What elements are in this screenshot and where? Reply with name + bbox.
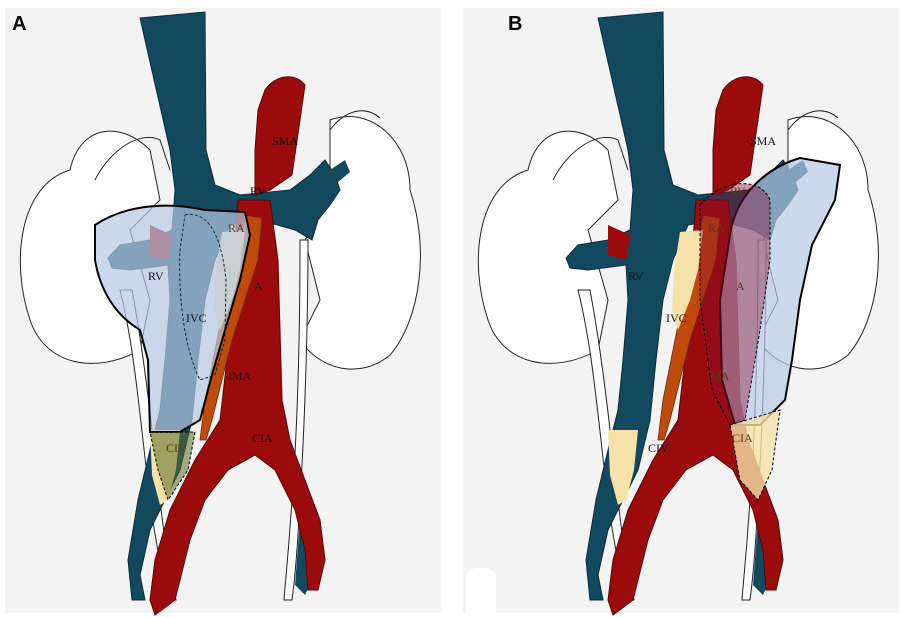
panel-b: B SMA RV RA A RV IVC IMA CIA CIV <box>463 8 899 615</box>
label-cia-b: CIA <box>732 431 753 445</box>
label-ima-a: IMA <box>228 369 252 383</box>
bottom-notch <box>466 568 496 618</box>
label-a-a: A <box>254 279 263 293</box>
label-civ-a: CIV <box>166 441 187 455</box>
label-rv-top-b: RV <box>730 184 746 198</box>
label-ima-b: IMA <box>706 369 730 383</box>
panel-letter-b: B <box>508 13 522 35</box>
label-ivc-b: IVC <box>666 311 687 325</box>
label-ra-b: RA <box>708 221 725 235</box>
label-sma-a: SMA <box>272 134 298 148</box>
panel-a: A SMA RV RA A RV IVC IMA CIA CIV <box>5 8 441 615</box>
label-rv-left-b: RV <box>628 269 644 283</box>
panel-letter-a: A <box>12 13 26 35</box>
label-sma-b: SMA <box>750 134 776 148</box>
label-civ-b: CIV <box>648 441 669 455</box>
label-a-b: A <box>736 279 745 293</box>
label-ivc-a: IVC <box>186 311 207 325</box>
label-rv-left-a: RV <box>148 269 164 283</box>
label-cia-a: CIA <box>252 431 273 445</box>
label-rv-top-a: RV <box>250 184 266 198</box>
label-ra-a: RA <box>228 221 245 235</box>
